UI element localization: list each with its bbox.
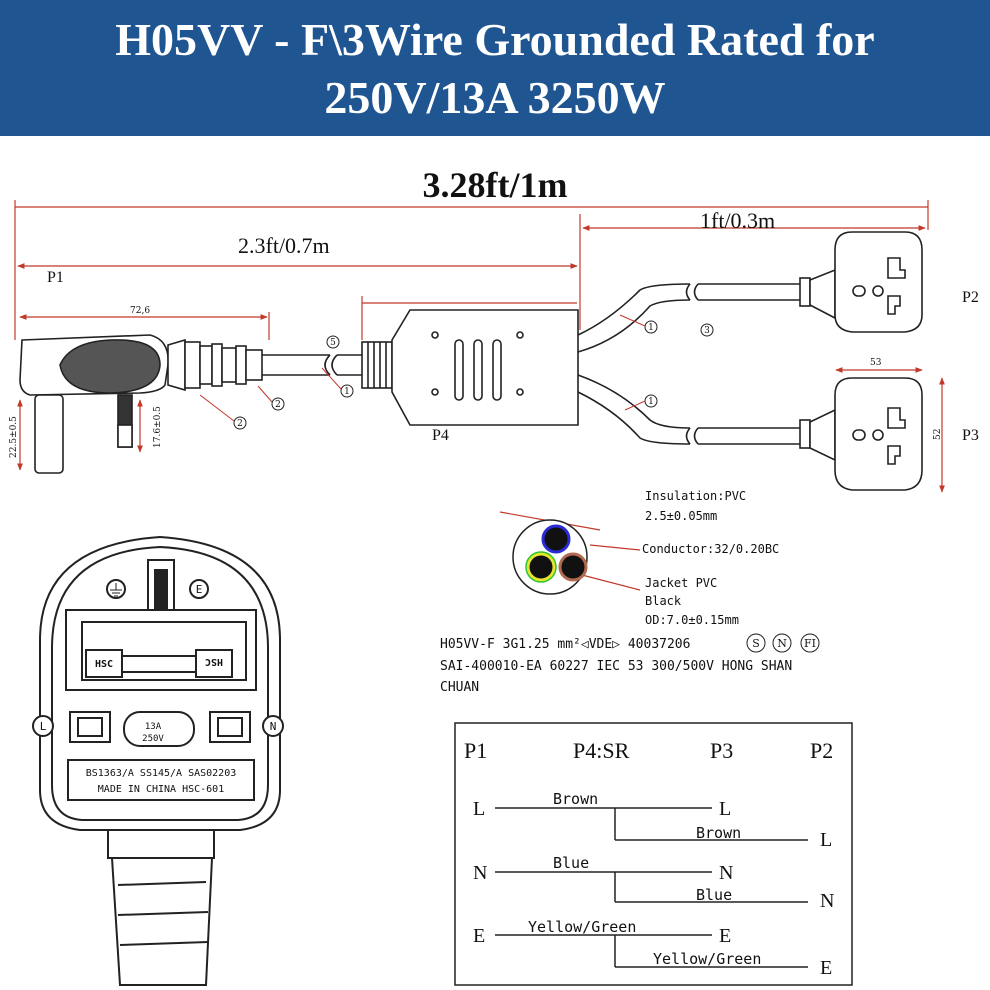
callout-1b: 1 (648, 323, 654, 333)
p2-label: P2 (962, 289, 979, 306)
plug-length-label: 72,6 (130, 306, 150, 316)
cable-marking-1: H05VV-F 3G1.25 mm²◁VDE▷ 40037206 (440, 637, 690, 652)
wiring-header-p1: P1 (464, 738, 487, 763)
wiring-header-p4: P4:SR (573, 738, 630, 763)
uk-plug-side (19, 334, 362, 474)
wire-blue-1: Blue (553, 854, 589, 872)
wiring-header-p2: P2 (810, 738, 833, 763)
total-length-label: 3.28ft/1m (422, 165, 568, 205)
jacket-label: Jacket PVC (645, 576, 717, 590)
fuse-rating-2: 250V (142, 734, 164, 744)
wire-yg-1: Yellow/Green (528, 918, 636, 936)
title-line-1: H05VV - F\3Wire Grounded Rated for (115, 14, 875, 65)
callout-2a: 2 (275, 400, 281, 410)
plug-standards: BS1363/A SS145/A SAS02203 (86, 768, 237, 779)
wiring-header-p3: P3 (710, 738, 733, 763)
cable-marking-3: CHUAN (440, 680, 479, 695)
plug-made-in: MADE IN CHINA HSC-601 (98, 784, 224, 795)
fuse-right-label: HSC (205, 656, 223, 667)
wiring-p2-e: E (820, 957, 832, 979)
jacket-color: Black (645, 594, 682, 608)
od-label: OD:7.0±0.15mm (645, 613, 739, 627)
fuse-left-label: HSC (95, 659, 113, 670)
cert-fi: FI (804, 637, 816, 650)
socket-p2 (799, 231, 923, 333)
callouts (233, 320, 714, 430)
cert-s: S (752, 637, 760, 650)
title-line-2: 250V/13A 3250W (324, 72, 666, 123)
live-terminal-label: L (40, 720, 47, 733)
p4-splitter (361, 309, 579, 426)
callout-5: 5 (330, 338, 336, 348)
wire-blue-2: Blue (696, 886, 732, 904)
wiring-p1-l: L (473, 798, 485, 820)
earth-icon (110, 583, 122, 597)
cable-marking-2: SAI-400010-EA 60227 IEC 53 300/500V HONG… (440, 659, 792, 674)
pin-height-2-label: 17.6±0.5 (153, 406, 163, 448)
insulation-thickness: 2.5±0.05mm (645, 509, 717, 523)
wire-brown-1: Brown (553, 790, 598, 808)
wiring-p2-l: L (820, 829, 832, 851)
cert-n: N (777, 637, 787, 650)
title-banner: H05VV - F\3Wire Grounded Rated for 250V/… (0, 0, 990, 136)
socket-p3 (799, 377, 923, 491)
wiring-p2-n: N (820, 890, 834, 912)
callout-1a: 1 (344, 387, 350, 397)
wiring-p1-e: E (473, 925, 485, 947)
uk-plug-face (32, 535, 284, 986)
branch-length-label: 1ft/0.3m (700, 208, 775, 233)
fuse-rating-1: 13A (145, 722, 162, 732)
socket-height-label: 52 (933, 429, 943, 440)
wiring-p3-l: L (719, 798, 731, 820)
wiring-p1-n: N (473, 862, 487, 884)
socket-width-label: 53 (870, 358, 882, 368)
wire-yg-2: Yellow/Green (653, 950, 761, 968)
conductor-label: Conductor:32/0.20BC (642, 542, 779, 556)
insulation-label: Insulation:PVC (645, 489, 746, 503)
branch-cables (577, 283, 800, 445)
callout-1c: 1 (648, 397, 654, 407)
p3-label: P3 (962, 427, 979, 444)
wiring-p3-e: E (719, 925, 731, 947)
callout-2b: 2 (237, 419, 243, 429)
pin-height-1-label: 22.5±0.5 (9, 416, 19, 458)
wiring-p3-n: N (719, 862, 733, 884)
cable-cross-section (512, 519, 588, 595)
main-cable-length-label: 2.3ft/0.7m (238, 233, 330, 258)
p4-label: P4 (432, 427, 449, 444)
p1-label: P1 (47, 269, 64, 286)
earth-terminal-label: E (196, 583, 203, 596)
dimension-lines (14, 200, 945, 591)
callout-3: 3 (704, 326, 710, 336)
wiring-diagram (454, 722, 853, 986)
neutral-terminal-label: N (270, 720, 277, 733)
wire-brown-2: Brown (696, 824, 741, 842)
